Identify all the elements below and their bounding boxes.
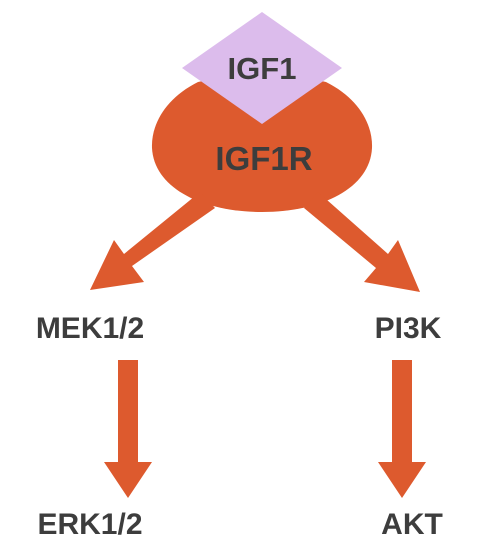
- erk12-label: ERK1/2: [37, 508, 142, 541]
- arrow-mek-to-erk: [104, 360, 152, 498]
- arrow-igf1r-to-mek: [90, 192, 215, 290]
- igf1-label: IGF1: [228, 51, 297, 86]
- igf1r-label: IGF1R: [215, 140, 312, 177]
- arrow-pi3k-to-akt: [378, 360, 426, 498]
- akt-label: AKT: [381, 508, 443, 541]
- mek12-label: MEK1/2: [36, 312, 144, 345]
- igf1-ligand-diamond: [182, 12, 342, 124]
- arrow-igf1r-to-pi3k: [304, 192, 420, 292]
- igf1r-receptor-shape: [151, 68, 373, 212]
- pi3k-label: PI3K: [375, 312, 442, 345]
